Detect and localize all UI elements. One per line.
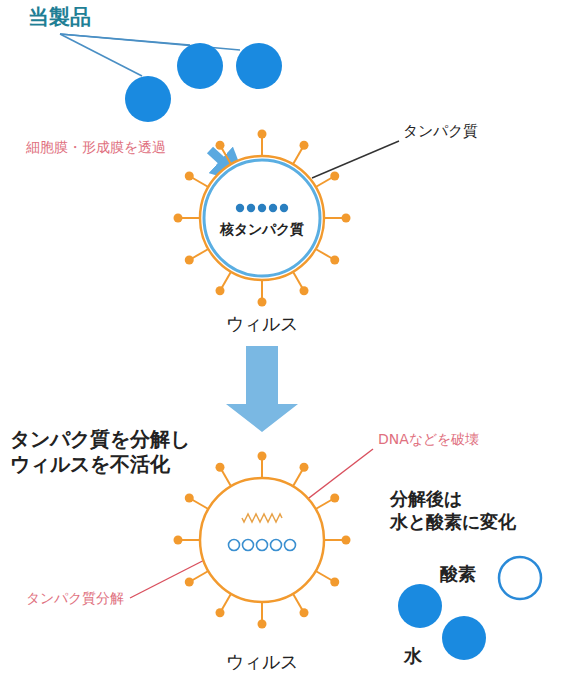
callout-label: タンパク質分解 <box>26 590 124 608</box>
virus-outline <box>170 438 354 674</box>
part-label: タンパク質 <box>403 122 478 141</box>
decomposed-protein <box>229 540 296 551</box>
virus-spikes <box>174 130 351 307</box>
callout-label: 細胞膜・形成膜を透過 <box>26 139 166 157</box>
step-note: タンパク質を分解し ウィルスを不活化 <box>10 427 190 477</box>
callout-label: DNAなどを破壊 <box>378 431 479 449</box>
product-label: 当製品 <box>28 4 91 30</box>
oxygen-molecule <box>499 557 541 599</box>
nucleoprotein <box>236 204 288 212</box>
process-arrow <box>226 346 298 432</box>
water-molecule <box>442 616 486 660</box>
virus-envelope <box>200 156 324 280</box>
virus-spikes <box>174 452 351 629</box>
virus-label: ウィルス <box>226 651 298 674</box>
molecule-label: 水 <box>404 645 422 668</box>
virus: 核タンパク質ウィルス <box>170 112 354 340</box>
water-molecule <box>398 584 442 628</box>
leader-line <box>312 141 399 178</box>
virus: ウィルス <box>170 438 354 674</box>
molecule-label: 酸素 <box>440 563 476 586</box>
product-particle <box>125 43 282 122</box>
result-note: 分解後は 水と酸素に変化 <box>390 488 516 533</box>
virus-envelope <box>200 478 324 602</box>
core-label: 核タンパク質 <box>220 221 304 239</box>
protein-layer <box>204 160 320 276</box>
broken-dna <box>242 514 282 522</box>
virus-label: ウィルス <box>226 313 298 336</box>
